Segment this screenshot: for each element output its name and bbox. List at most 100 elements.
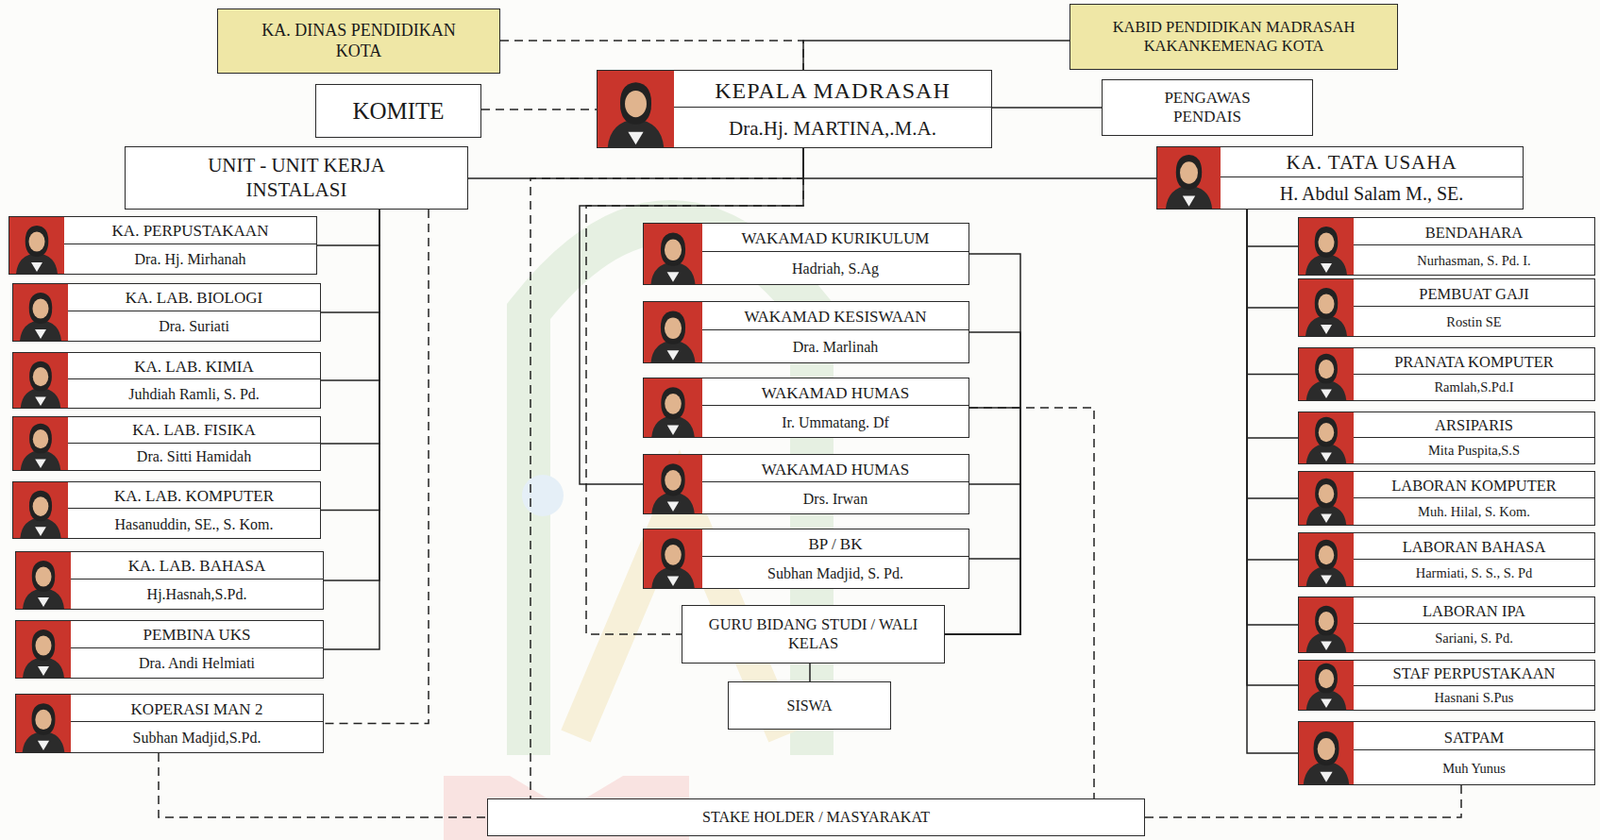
solid-connector: [803, 40, 1070, 70]
org-box: KOMITE: [315, 84, 482, 138]
role-title: STAF PERPUSTAKAAN: [1353, 661, 1595, 687]
portrait-photo: [1298, 218, 1354, 275]
box-content: KA. LAB. BIOLOGIDra. Suriati: [67, 284, 320, 341]
person-name: Hasanuddin, SE., S. Kom.: [67, 513, 320, 537]
box-content: KEPALA MADRASAHDra.Hj. MARTINA,.M.A.: [673, 70, 992, 148]
solid-connector: [1246, 209, 1298, 375]
person-name: Hasnani S.Pus: [1353, 688, 1595, 709]
solid-connector: [320, 209, 380, 381]
person-box: LABORAN BAHASAHarmiati, S. S., S. Pd: [1297, 532, 1596, 588]
portrait-photo: [16, 621, 71, 678]
person-box: WAKAMAD HUMASIr. Ummatang. Df: [642, 377, 970, 438]
box-label: KABID PENDIDIKAN MADRASAH KAKANKEMENAG K…: [1086, 17, 1382, 56]
portrait-photo: [13, 417, 68, 471]
portrait-photo: [1298, 597, 1354, 653]
person-box: WAKAMAD KESISWAANDra. Marlinah: [642, 301, 970, 364]
role-title: PEMBINA UKS: [70, 623, 323, 648]
person-name: Juhdiah Ramli, S. Pd.: [67, 383, 320, 406]
person-name: Muh Yunus: [1353, 758, 1595, 780]
person-box: BENDAHARANurhasman, S. Pd. I.: [1297, 217, 1596, 276]
solid-connector: [944, 407, 1021, 635]
role-title: PRANATA KOMPUTER: [1353, 350, 1595, 375]
person-name: Ramlah,S.Pd.I: [1353, 377, 1595, 399]
portrait-photo: [13, 353, 68, 408]
portrait-frame: [13, 353, 68, 408]
role-title: WAKAMAD KURIKULUM: [702, 226, 969, 252]
person-name: H. Abdul Salam M., SE.: [1220, 180, 1523, 208]
person-box: KEPALA MADRASAHDra.Hj. MARTINA,.M.A.: [596, 69, 993, 149]
person-box: KOPERASI MAN 2Subhan Madjid,S.Pd.: [15, 693, 324, 754]
portrait-frame: [1298, 597, 1354, 653]
person-name: Subhan Madjid,S.Pd.: [70, 726, 323, 750]
portrait-frame: [1298, 348, 1354, 401]
box-content: KA. TATA USAHAH. Abdul Salam M., SE.: [1220, 147, 1523, 209]
org-box: KABID PENDIDIKAN MADRASAH KAKANKEMENAG K…: [1069, 3, 1398, 70]
solid-connector: [468, 148, 804, 179]
person-box: PEMBUAT GAJIRostin SE: [1297, 278, 1596, 337]
box-label: KA. DINAS PENDIDIKAN KOTA: [258, 20, 459, 62]
box-content: KOPERASI MAN 2Subhan Madjid,S.Pd.: [70, 694, 323, 753]
role-title: KA. PERPUSTAKAAN: [64, 218, 317, 244]
role-title: KA. LAB. FISIKA: [67, 418, 320, 443]
portrait-frame: [16, 621, 71, 678]
role-title: WAKAMAD HUMAS: [702, 457, 969, 483]
portrait-frame: [597, 70, 674, 148]
box-content: ARSIPARISMita Puspita,S.S: [1353, 412, 1595, 464]
solid-connector: [1246, 209, 1298, 560]
solid-connector: [1246, 209, 1298, 625]
person-box: KA. LAB. BAHASAHj.Hasnah,S.Pd.: [15, 551, 324, 610]
dashed-connector: [1145, 785, 1462, 818]
box-label: STAKE HOLDER / MASYARAKAT: [702, 808, 930, 826]
org-box: GURU BIDANG STUDI / WALI KELAS: [681, 605, 945, 664]
org-box: SISWA: [727, 681, 892, 730]
portrait-frame: [1298, 412, 1354, 464]
solid-connector: [808, 663, 811, 682]
box-content: WAKAMAD HUMASIr. Ummatang. Df: [702, 378, 969, 438]
person-name: Nurhasman, S. Pd. I.: [1353, 251, 1595, 272]
dashed-connector: [969, 407, 1095, 799]
person-name: Dra. Hj. Mirhanah: [64, 248, 317, 271]
portrait-frame: [1157, 147, 1221, 209]
person-box: SATPAM Muh Yunus: [1297, 721, 1596, 786]
box-content: STAF PERPUSTAKAANHasnani S.Pus: [1353, 660, 1595, 710]
portrait-photo: [1298, 660, 1354, 710]
portrait-frame: [1298, 279, 1354, 337]
person-box: STAF PERPUSTAKAANHasnani S.Pus: [1297, 659, 1596, 711]
box-content: KA. LAB. BAHASAHj.Hasnah,S.Pd.: [70, 552, 323, 609]
box-content: BP / BKSubhan Madjid, S. Pd.: [702, 529, 969, 589]
portrait-frame: [1298, 218, 1354, 275]
portrait-photo: [1298, 279, 1354, 337]
portrait-frame: [643, 454, 703, 514]
solid-connector: [323, 209, 380, 650]
portrait-photo: [643, 302, 703, 363]
dashed-connector: [481, 108, 597, 111]
portrait-photo: [16, 694, 71, 753]
role-title: KA. LAB. KIMIA: [67, 354, 320, 380]
person-box: WAKAMAD HUMASDrs. Irwan: [642, 454, 970, 515]
portrait-frame: [643, 529, 703, 589]
role-title: KEPALA MADRASAH: [673, 74, 992, 108]
person-name: Hadriah, S.Ag: [702, 257, 969, 281]
portrait-photo: [1298, 471, 1354, 525]
box-content: LABORAN KOMPUTERMuh. Hilal, S. Kom.: [1353, 471, 1595, 525]
portrait-photo: [1298, 722, 1354, 785]
solid-connector: [320, 209, 380, 313]
person-name: Dra. Andi Helmiati: [70, 652, 323, 675]
portrait-frame: [13, 482, 68, 539]
role-title: SATPAM: [1353, 725, 1595, 751]
person-name: Mita Puspita,S.S: [1353, 440, 1595, 462]
person-box: WAKAMAD KURIKULUM Hadriah, S.Ag: [642, 222, 970, 286]
role-title: KA. LAB. BIOLOGI: [67, 286, 320, 311]
dashed-connector: [323, 209, 429, 725]
person-box: KA. LAB. BIOLOGIDra. Suriati: [12, 283, 321, 342]
portrait-frame: [643, 302, 703, 363]
box-content: PEMBINA UKS Dra. Andi Helmiati: [70, 621, 323, 678]
portrait-photo: [1298, 412, 1354, 464]
person-box: BP / BKSubhan Madjid, S. Pd.: [642, 528, 970, 590]
box-content: LABORAN BAHASAHarmiati, S. S., S. Pd: [1353, 533, 1595, 587]
portrait-frame: [16, 694, 71, 753]
box-content: WAKAMAD HUMASDrs. Irwan: [702, 454, 969, 514]
solid-connector: [1246, 209, 1298, 438]
role-title: KA. LAB. KOMPUTER: [67, 484, 320, 509]
